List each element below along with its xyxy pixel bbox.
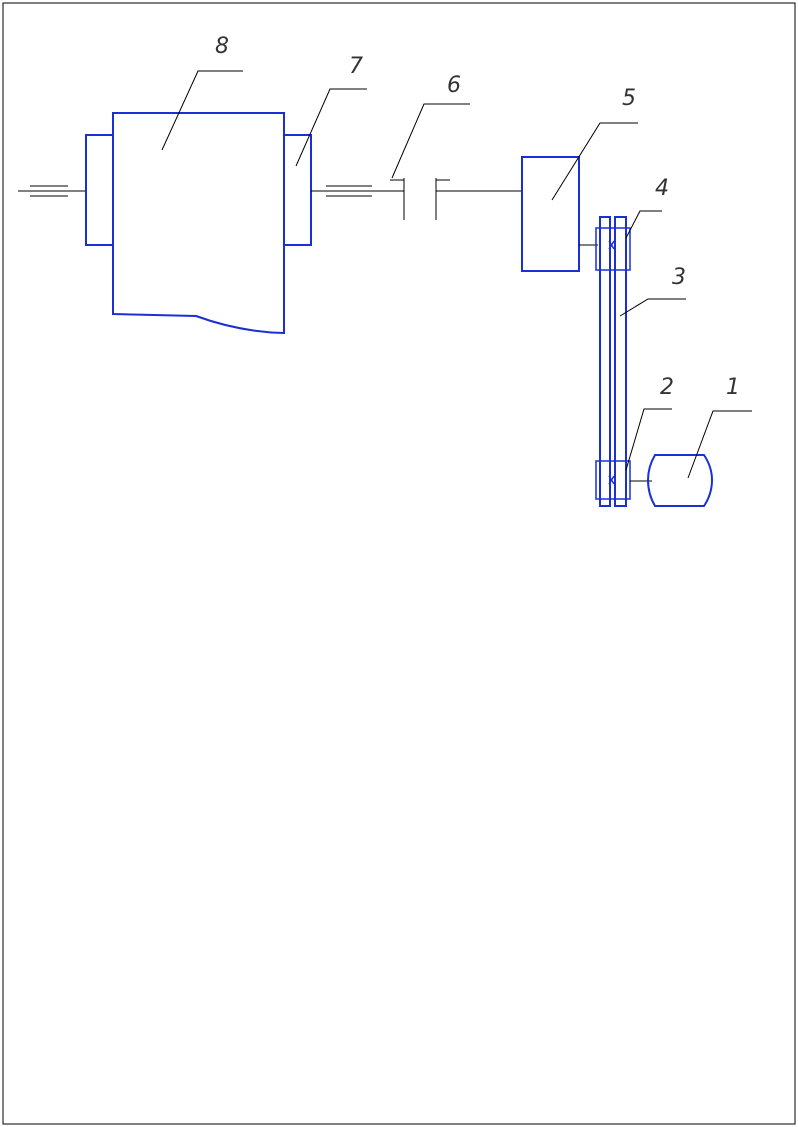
bearing-housing xyxy=(283,134,312,246)
label-drum: 8 xyxy=(215,34,229,59)
leader-gearbox xyxy=(551,122,638,201)
leader-lines xyxy=(161,70,752,479)
electric-motor xyxy=(646,454,714,507)
label-small-pulley: 2 xyxy=(660,375,674,400)
leader-coupling xyxy=(391,103,470,179)
label-belt: 3 xyxy=(672,265,686,290)
gearbox xyxy=(521,156,580,272)
label-large-pulley: 4 xyxy=(655,176,669,201)
leader-motor xyxy=(687,410,752,479)
small-pulley xyxy=(595,460,631,500)
leader-drum xyxy=(161,70,243,151)
large-pulley xyxy=(595,227,631,271)
label-coupling: 6 xyxy=(447,73,461,98)
leader-belt xyxy=(619,298,686,317)
drum-body xyxy=(112,112,285,335)
drum xyxy=(85,112,285,335)
leader-large-pulley xyxy=(625,210,662,239)
label-bearing: 7 xyxy=(349,54,363,79)
label-motor: 1 xyxy=(726,375,740,400)
coupling xyxy=(390,178,522,220)
leader-small-pulley xyxy=(625,408,672,471)
leader-bearing xyxy=(295,88,367,167)
drive-shaft xyxy=(311,185,404,197)
label-gearbox: 5 xyxy=(622,86,636,111)
belt xyxy=(599,216,627,507)
drum-left-hub xyxy=(85,134,114,246)
left-shaft xyxy=(18,185,86,197)
